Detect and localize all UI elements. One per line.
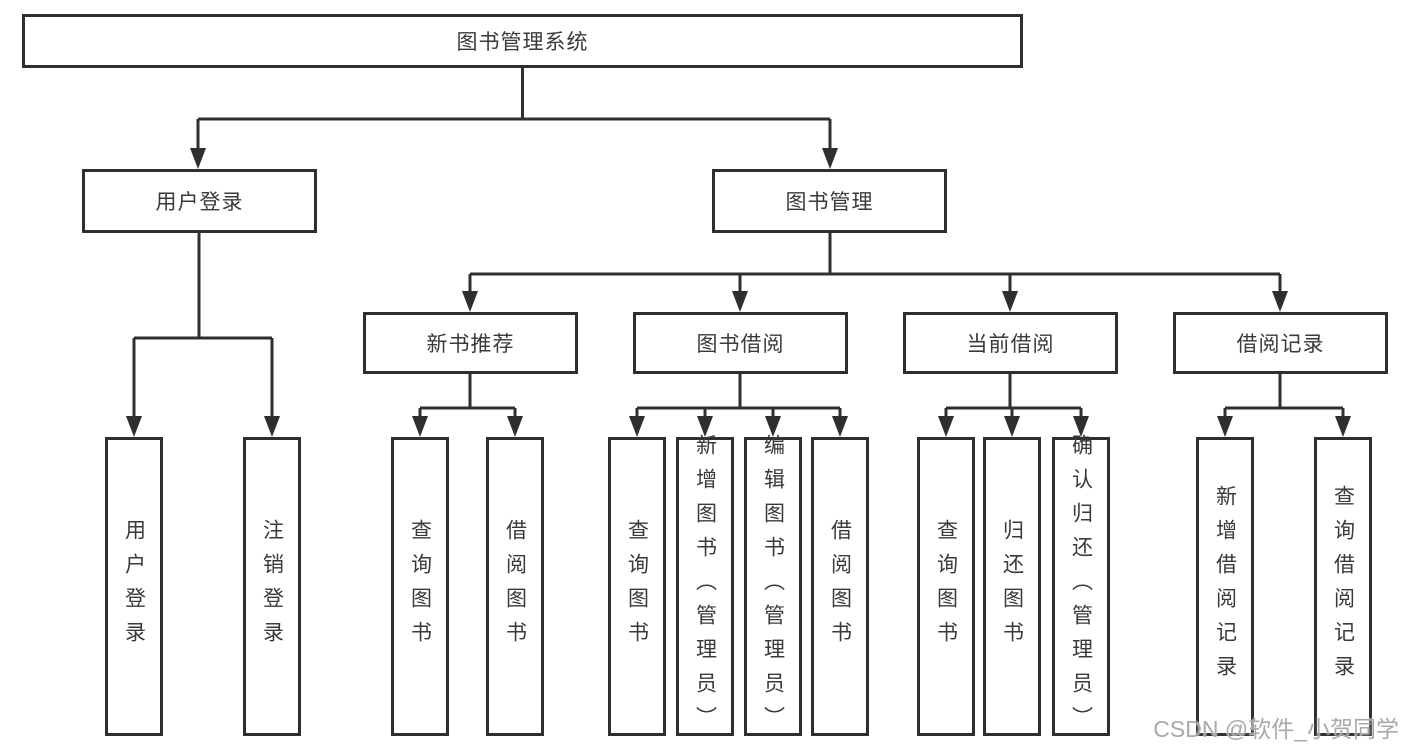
node-user-login-label: 用户登录 [122,518,146,655]
arrow-down-icon [1335,416,1351,437]
node-user-login-branch-label: 用户登录 [155,191,244,214]
node-edit-book-admin-label: 编辑图书（管理员） [761,433,785,740]
arrow-down-icon [732,291,748,312]
node-confirm-return-admin-label: 确认归还（管理员） [1069,433,1093,740]
node-system-root-label: 图书管理系统 [456,31,589,54]
node-return-book-label: 归还图书 [1000,518,1024,655]
node-borrow-books-label: 借阅图书 [828,518,852,655]
node-query-books-recommend-label: 查询图书 [408,518,432,655]
arrow-down-icon [1002,291,1018,312]
node-query-books-borrow: 查询图书 [608,437,666,736]
node-return-book: 归还图书 [983,437,1041,736]
node-book-management-branch: 图书管理 [712,169,947,233]
node-logout: 注销登录 [243,437,301,736]
node-system-root: 图书管理系统 [22,14,1023,68]
node-query-books-borrow-label: 查询图书 [625,518,649,655]
arrow-down-icon [1272,291,1288,312]
node-add-book-admin-label: 新增图书（管理员） [693,433,717,740]
node-borrow-books-recommend-label: 借阅图书 [503,518,527,655]
node-book-borrow: 图书借阅 [633,312,848,374]
arrow-down-icon [507,416,523,437]
node-query-books-current: 查询图书 [917,437,975,736]
arrow-down-icon [832,416,848,437]
csdn-watermark: CSDN @软件_小贺同学 [1153,716,1399,742]
node-query-borrow-record-label: 查询借阅记录 [1331,484,1355,689]
node-add-borrow-record: 新增借阅记录 [1196,437,1254,736]
arrow-down-icon [126,416,142,437]
node-logout-label: 注销登录 [260,518,284,655]
arrow-down-icon [938,416,954,437]
arrow-down-icon [264,416,280,437]
node-add-book-admin: 新增图书（管理员） [676,434,734,740]
arrow-down-icon [629,416,645,437]
node-current-borrow-label: 当前借阅 [966,333,1055,356]
node-new-book-recommend-label: 新书推荐 [426,333,515,356]
arrow-down-icon [190,148,206,169]
node-query-borrow-record: 查询借阅记录 [1314,437,1372,736]
arrow-down-icon [1217,416,1233,437]
node-borrow-books: 借阅图书 [811,437,869,736]
node-user-login-branch: 用户登录 [82,169,317,233]
node-book-management-branch-label: 图书管理 [785,191,874,214]
node-borrow-books-recommend: 借阅图书 [486,437,544,736]
arrow-down-icon [412,416,428,437]
node-query-books-current-label: 查询图书 [934,518,958,655]
arrow-down-icon [1004,416,1020,437]
node-new-book-recommend: 新书推荐 [363,312,578,374]
node-current-borrow: 当前借阅 [903,312,1118,374]
node-edit-book-admin: 编辑图书（管理员） [744,434,802,740]
node-book-borrow-label: 图书借阅 [696,333,785,356]
node-query-books-recommend: 查询图书 [391,437,449,736]
node-borrow-records: 借阅记录 [1173,312,1388,374]
node-add-borrow-record-label: 新增借阅记录 [1213,484,1237,689]
arrow-down-icon [822,148,838,169]
node-user-login: 用户登录 [105,437,163,736]
node-confirm-return-admin: 确认归还（管理员） [1052,434,1110,740]
arrow-down-icon [462,291,478,312]
node-borrow-records-label: 借阅记录 [1236,333,1325,356]
